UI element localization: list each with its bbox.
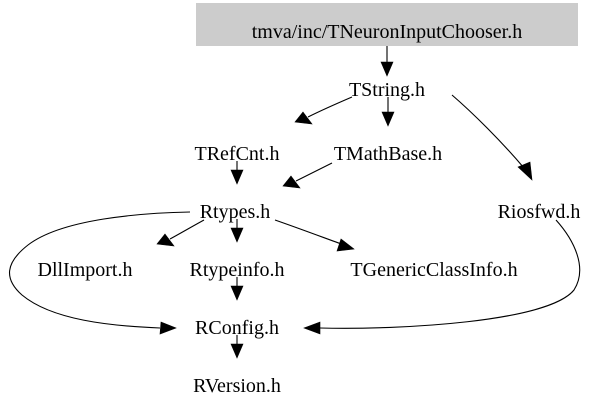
edge-rtypes-to-dllimport — [156, 219, 205, 247]
node-tmathbase[interactable]: TMathBase.h — [334, 143, 442, 165]
node-riosfwd[interactable]: Riosfwd.h — [498, 201, 581, 223]
node-rconfig[interactable]: RConfig.h — [195, 317, 279, 339]
node-trefcnt[interactable]: TRefCnt.h — [195, 143, 280, 165]
edge-tstring-to-tmathbase — [381, 97, 395, 127]
edge-tstring-to-riosfwd — [451, 94, 533, 181]
node-tstring[interactable]: TString.h — [349, 79, 425, 101]
node-rtypes[interactable]: Rtypes.h — [200, 201, 271, 223]
root-node-box — [196, 3, 578, 46]
root-node-label: tmva/inc/TNeuronInputChooser.h — [252, 21, 523, 43]
node-dllimport[interactable]: DllImport.h — [38, 259, 133, 281]
edge-rtypes-to-rconfig — [8, 211, 191, 335]
edge-rtypes-to-tgeneric — [274, 219, 355, 252]
edge-tstring-to-trefcnt — [294, 96, 353, 125]
edge-trefcnt-to-rtypes — [230, 161, 244, 185]
edge-tmathbase-to-rtypes — [282, 162, 333, 189]
edge-rconfig-to-rversion — [230, 335, 244, 359]
node-tgenericclassinfo[interactable]: TGenericClassInfo.h — [350, 259, 517, 281]
edge-riosfwd-to-rconfig — [303, 219, 581, 335]
edge-rtypes-to-rtypeinfo — [230, 219, 244, 243]
edge-root-to-tstring — [380, 46, 394, 77]
node-rtypeinfo[interactable]: Rtypeinfo.h — [190, 259, 285, 281]
edge-rtypeinfo-to-rconfig — [230, 277, 244, 301]
node-rversion[interactable]: RVersion.h — [193, 375, 281, 397]
